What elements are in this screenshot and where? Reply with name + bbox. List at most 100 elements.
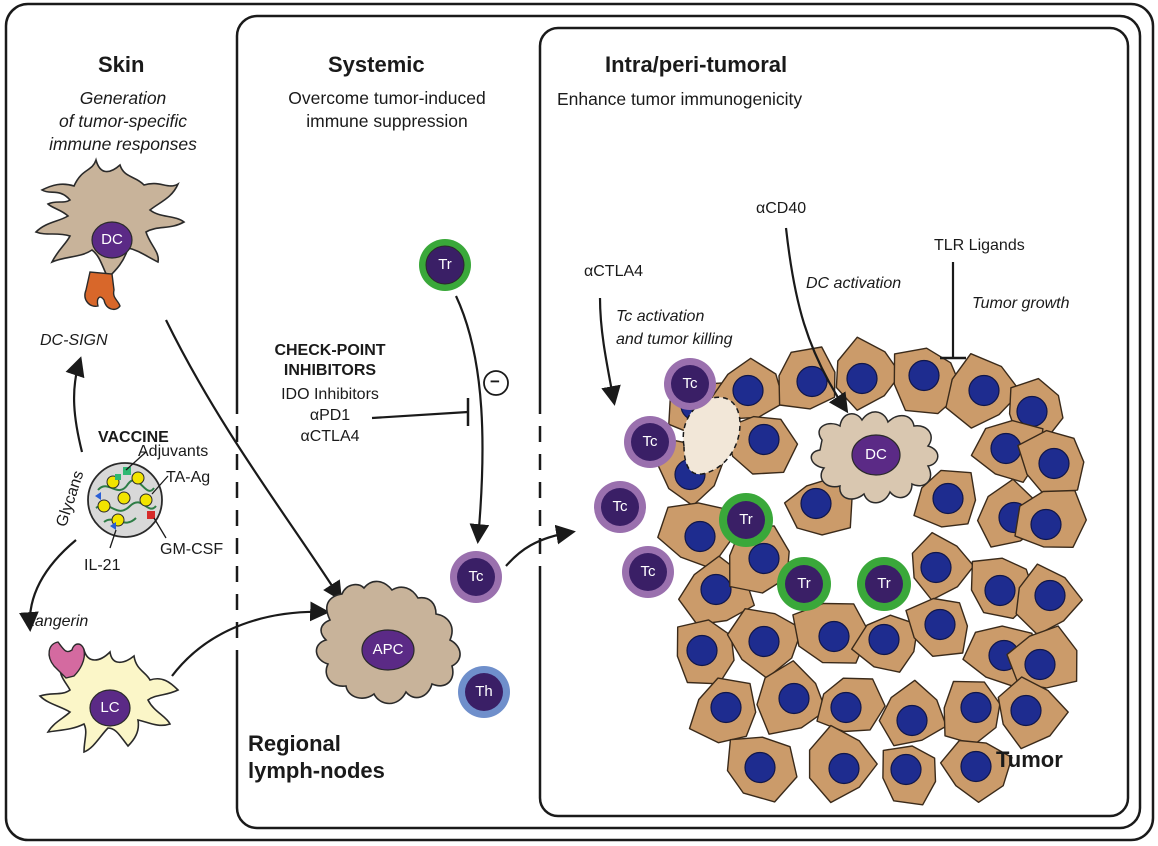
th-label: Th xyxy=(475,683,493,700)
tumor-cell-nucleus xyxy=(984,574,1016,607)
systemic-title: Systemic xyxy=(328,52,425,77)
apc-nucleus xyxy=(361,629,415,671)
dc-skin-label: DC xyxy=(101,231,123,248)
tumor-cell-nucleus xyxy=(818,620,850,653)
actla4-arrow xyxy=(598,297,621,406)
actla4-label: αCTLA4 xyxy=(584,263,644,280)
adjuvants-label: Adjuvants xyxy=(138,443,209,460)
tc-systemic-label: Tc xyxy=(468,568,484,585)
tumoral-subtitle: Enhance tumor immunogenicity xyxy=(557,89,803,109)
ta-ag-label: TA-Ag xyxy=(166,469,211,486)
skin-subtitle-line-2: of tumor-specific xyxy=(58,111,188,131)
vaccine-particle-icon xyxy=(87,462,163,538)
skin-subtitle-line-3: immune responses xyxy=(49,134,197,154)
tumor-cell-nucleus xyxy=(908,359,940,392)
acd40-label: αCD40 xyxy=(756,200,807,217)
tumor-mass xyxy=(657,336,1087,806)
tr-cell-tumor-1 xyxy=(719,493,773,547)
il21-leader xyxy=(109,529,117,549)
regional-line-1: Regional xyxy=(248,731,341,756)
lc-to-lymph-node-arrow xyxy=(171,601,330,677)
tumor-cell-nucleus xyxy=(744,751,776,784)
dc-activation-label: DC activation xyxy=(806,275,902,292)
regional-lymph-nodes-title: Regional lymph-nodes xyxy=(248,730,385,784)
tumor-cell-nucleus xyxy=(896,704,928,737)
tc-tumor-1-label: Tc xyxy=(682,375,698,392)
checkpoint-title-line-2: INHIBITORS xyxy=(283,362,377,379)
tumor-cell-nucleus xyxy=(830,691,862,724)
tumor-cell-nucleus xyxy=(1024,648,1056,681)
tumor-cell-nucleus xyxy=(846,362,878,395)
vaccine-to-lc-arrow xyxy=(19,539,77,632)
tumor-cell-nucleus xyxy=(1034,579,1066,612)
checkpoint-title-line-1: CHECK-POINT xyxy=(274,342,386,359)
tr-tumor-2-label: Tr xyxy=(797,575,811,592)
il21-label: IL-21 xyxy=(84,557,121,574)
dc-cell-tumor xyxy=(810,411,939,504)
tumor-cell-nucleus xyxy=(732,374,764,407)
tumor-cell-nucleus xyxy=(1010,694,1042,727)
tumor-cell-nucleus xyxy=(748,542,780,575)
tc-tumor-3-label: Tc xyxy=(612,498,628,515)
tr-systemic-label: Tr xyxy=(438,256,452,273)
tumor-cell-nucleus xyxy=(960,691,992,724)
langerin-label: Langerin xyxy=(26,613,89,630)
tc-cell-tumor-3 xyxy=(594,481,646,533)
vaccine-to-dc-arrow xyxy=(65,356,85,453)
tumor-cell-nucleus xyxy=(1038,447,1070,480)
tc-tumor-2-label: Tc xyxy=(642,433,658,450)
tc-cell-tumor-4 xyxy=(622,546,674,598)
tumor-cell-nucleus xyxy=(960,750,992,783)
tumor-cell-nucleus xyxy=(932,482,964,515)
lc-label: LC xyxy=(100,699,120,716)
tr-to-tc-arrow xyxy=(455,295,490,544)
langerin-receptor-icon xyxy=(48,641,86,679)
tumor-cell-nucleus xyxy=(748,423,780,456)
apc-cell xyxy=(315,580,461,705)
tumor-cell-nucleus xyxy=(1016,395,1048,428)
skin-subtitle: Generation of tumor-specific immune resp… xyxy=(38,87,208,156)
skin-subtitle-line-1: Generation xyxy=(79,88,167,108)
tumor-cell-nucleus xyxy=(890,753,922,786)
dc-sign-receptor-icon xyxy=(84,271,121,311)
tc-cell-tumor-2 xyxy=(624,416,676,468)
tr-tumor-1-label: Tr xyxy=(739,511,753,528)
tumor-cell-nucleus xyxy=(868,623,900,656)
minus-sign-label: − xyxy=(490,372,500,391)
tumor-title: Tumor xyxy=(996,747,1063,772)
dc-tumor-nucleus xyxy=(851,434,901,476)
tumor-cell-nucleus xyxy=(924,608,956,641)
tumor-cell-nucleus xyxy=(968,374,1000,407)
tumor-cell-nucleus xyxy=(748,625,780,658)
checkpoint-title: CHECK-POINT INHIBITORS xyxy=(250,341,410,381)
tc-cell-tumor-1 xyxy=(664,358,716,410)
inhibitors-list: IDO Inhibitors αPD1 αCTLA4 xyxy=(250,384,410,447)
acd40-arrow xyxy=(784,227,849,414)
tr-tumor-3-label: Tr xyxy=(877,575,891,592)
minus-sign-icon xyxy=(483,370,509,396)
tumor-cell-nucleus xyxy=(990,432,1022,465)
inhibitor-ido: IDO Inhibitors xyxy=(281,386,379,403)
tc-activation-line-2: and tumor killing xyxy=(616,331,733,348)
tc-to-tumor-arrow xyxy=(505,524,576,567)
adjuvants-leader xyxy=(125,451,147,471)
regional-line-2: lymph-nodes xyxy=(248,758,385,783)
inhibitor-actla4: αCTLA4 xyxy=(300,428,360,445)
systemic-subtitle-line-1: Overcome tumor-induced xyxy=(288,88,486,108)
tumor-cell-nucleus xyxy=(796,365,828,398)
tumoral-title: Intra/peri-tumoral xyxy=(605,52,788,77)
tumor-growth-label: Tumor growth xyxy=(972,295,1070,312)
tumor-cell-nucleus xyxy=(778,682,810,715)
apc-label: APC xyxy=(372,641,404,658)
systemic-subtitle: Overcome tumor-induced immune suppressio… xyxy=(252,87,522,133)
gm-csf-leader xyxy=(153,517,167,539)
tumor-cell-nucleus xyxy=(686,634,718,667)
tc-activation-label: Tc activation and tumor killing xyxy=(616,305,733,351)
dc-cell-skin xyxy=(34,157,186,280)
outer-panel-border xyxy=(4,2,1155,842)
systemic-subtitle-line-2: immune suppression xyxy=(306,111,468,131)
tlr-ligands-label: TLR Ligands xyxy=(934,237,1025,254)
tr-cell-tumor-2 xyxy=(777,557,831,611)
lc-nucleus xyxy=(89,689,131,727)
